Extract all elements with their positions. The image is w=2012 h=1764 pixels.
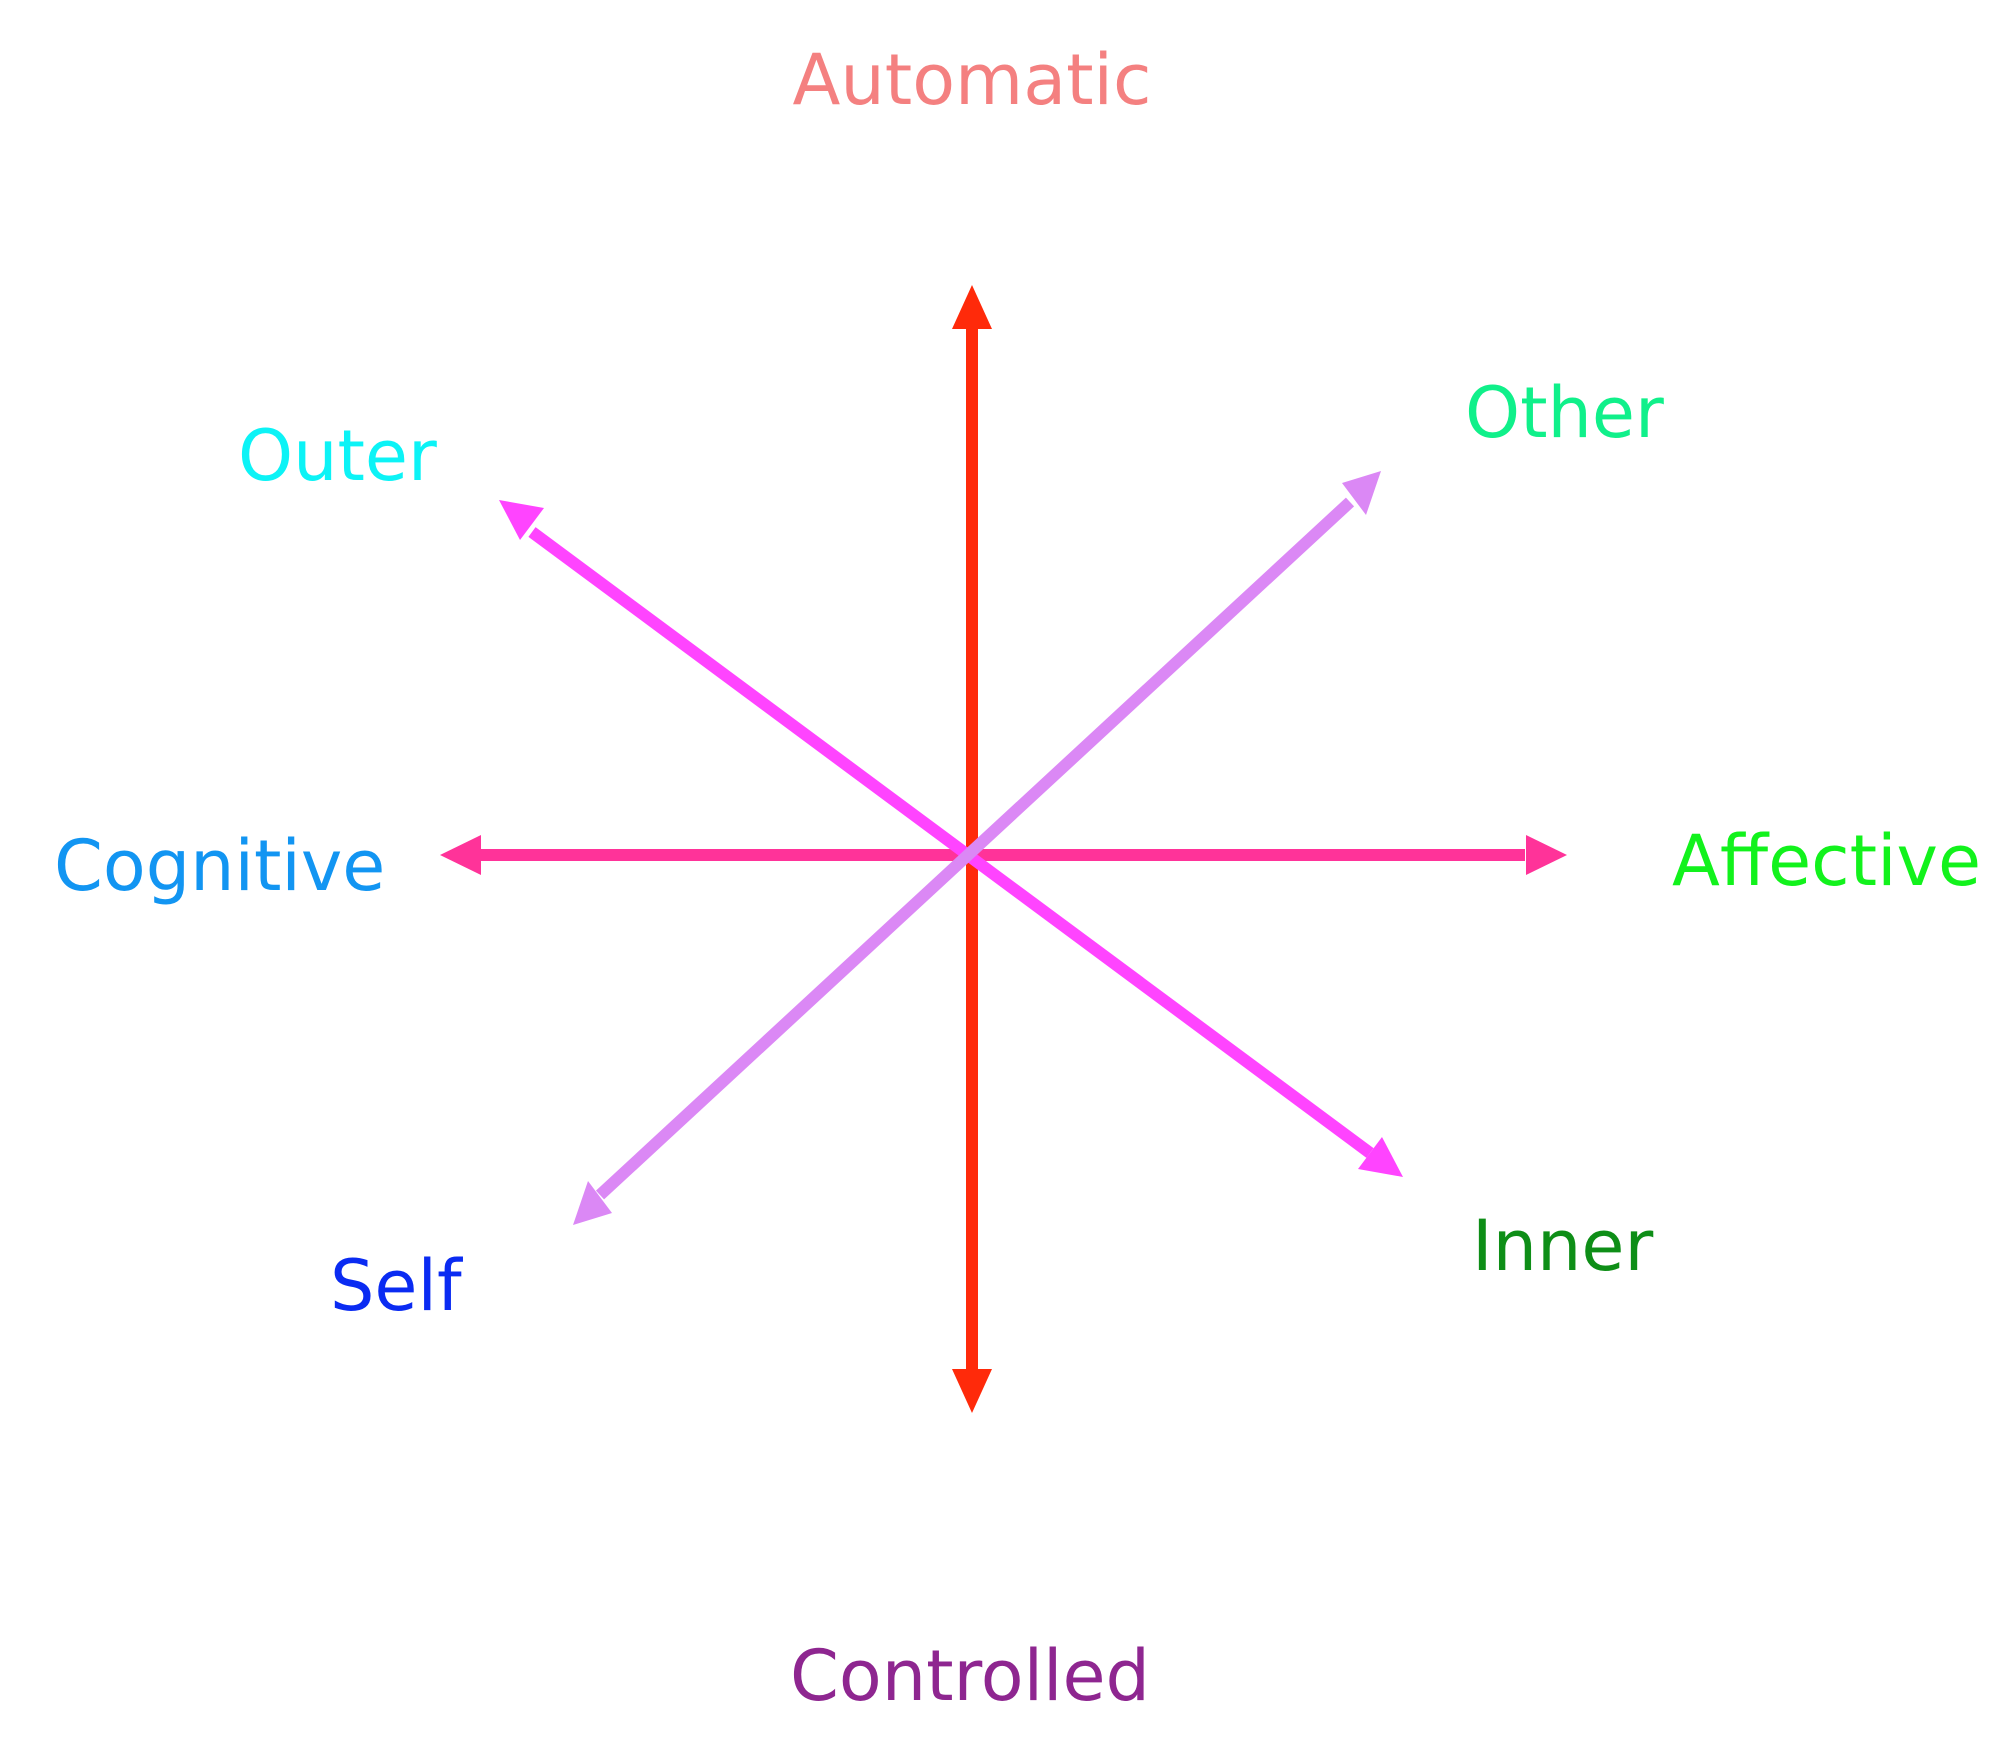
inner-label: Inner	[1472, 1205, 1653, 1287]
self-label: Self	[330, 1245, 463, 1327]
other-label: Other	[1465, 372, 1664, 454]
affective-label: Affective	[1672, 820, 1981, 902]
cognitive-affective-axis	[440, 835, 1567, 875]
outer-inner-axis	[499, 500, 1403, 1177]
controlled-arrowhead	[952, 1369, 992, 1413]
cognitive-label: Cognitive	[54, 825, 385, 907]
self-other-shaft	[595, 497, 1355, 1200]
self-other-axis	[573, 471, 1381, 1225]
automatic-label: Automatic	[793, 39, 1152, 121]
self-arrowhead	[573, 1181, 612, 1225]
controlled-label: Controlled	[790, 1635, 1150, 1717]
affective-arrowhead	[1526, 835, 1567, 875]
inner-arrowhead	[1358, 1137, 1403, 1177]
outer-inner-shaft	[528, 527, 1374, 1158]
other-arrowhead	[1342, 471, 1381, 515]
automatic-arrowhead	[952, 285, 992, 329]
outer-arrowhead	[499, 500, 544, 540]
outer-label: Outer	[238, 415, 437, 497]
cognitive-arrowhead	[440, 835, 481, 875]
